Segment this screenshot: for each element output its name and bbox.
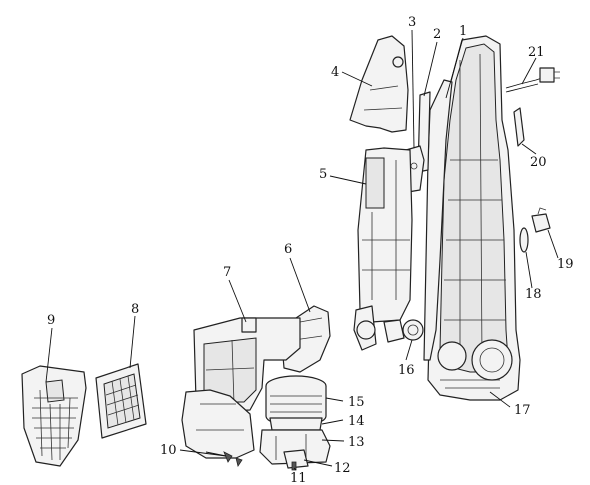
callout-3: 3 (408, 15, 416, 30)
part-21-cord (505, 67, 560, 93)
part-19-clip (531, 207, 551, 233)
part-9-perforated-cover (21, 365, 87, 467)
part-17-rear-housing (427, 35, 521, 401)
callout-15: 15 (348, 395, 365, 410)
callout-7: 7 (223, 265, 231, 280)
part-14-ring (269, 417, 323, 431)
callout-14: 14 (348, 414, 365, 429)
callout-17: 17 (514, 403, 531, 418)
part-16-gasket (402, 319, 424, 341)
part-18-loop (519, 227, 529, 253)
callout-8: 8 (131, 302, 139, 317)
callout-6: 6 (284, 242, 292, 257)
callout-2: 2 (433, 27, 441, 42)
part-8-filter-grille (95, 363, 147, 439)
part-1-side-panel (423, 79, 453, 361)
callout-1: 1 (459, 24, 467, 39)
callout-13: 13 (348, 435, 365, 450)
callout-11: 11 (290, 471, 307, 485)
part-20-hook (513, 107, 525, 147)
callout-labels: 1 2 3 4 5 6 7 8 9 10 11 12 13 14 15 16 1… (47, 15, 574, 485)
callout-20: 20 (530, 155, 547, 170)
callout-18: 18 (525, 287, 542, 302)
part-5-center-column (353, 147, 413, 351)
callout-12: 12 (334, 461, 351, 476)
part-10-screws (205, 451, 243, 467)
callout-4: 4 (331, 65, 339, 80)
callout-9: 9 (47, 313, 55, 328)
part-12-foot (283, 449, 309, 469)
callout-21: 21 (528, 45, 545, 60)
part-7-motor-housing (181, 317, 301, 459)
leader-lines (45, 29, 559, 471)
part-4-handle-top (349, 35, 409, 133)
callout-5: 5 (319, 167, 327, 182)
part-15-filter-cylinder (265, 375, 327, 427)
callout-10: 10 (160, 443, 177, 458)
callout-16: 16 (398, 363, 415, 378)
callout-19: 19 (557, 257, 574, 272)
